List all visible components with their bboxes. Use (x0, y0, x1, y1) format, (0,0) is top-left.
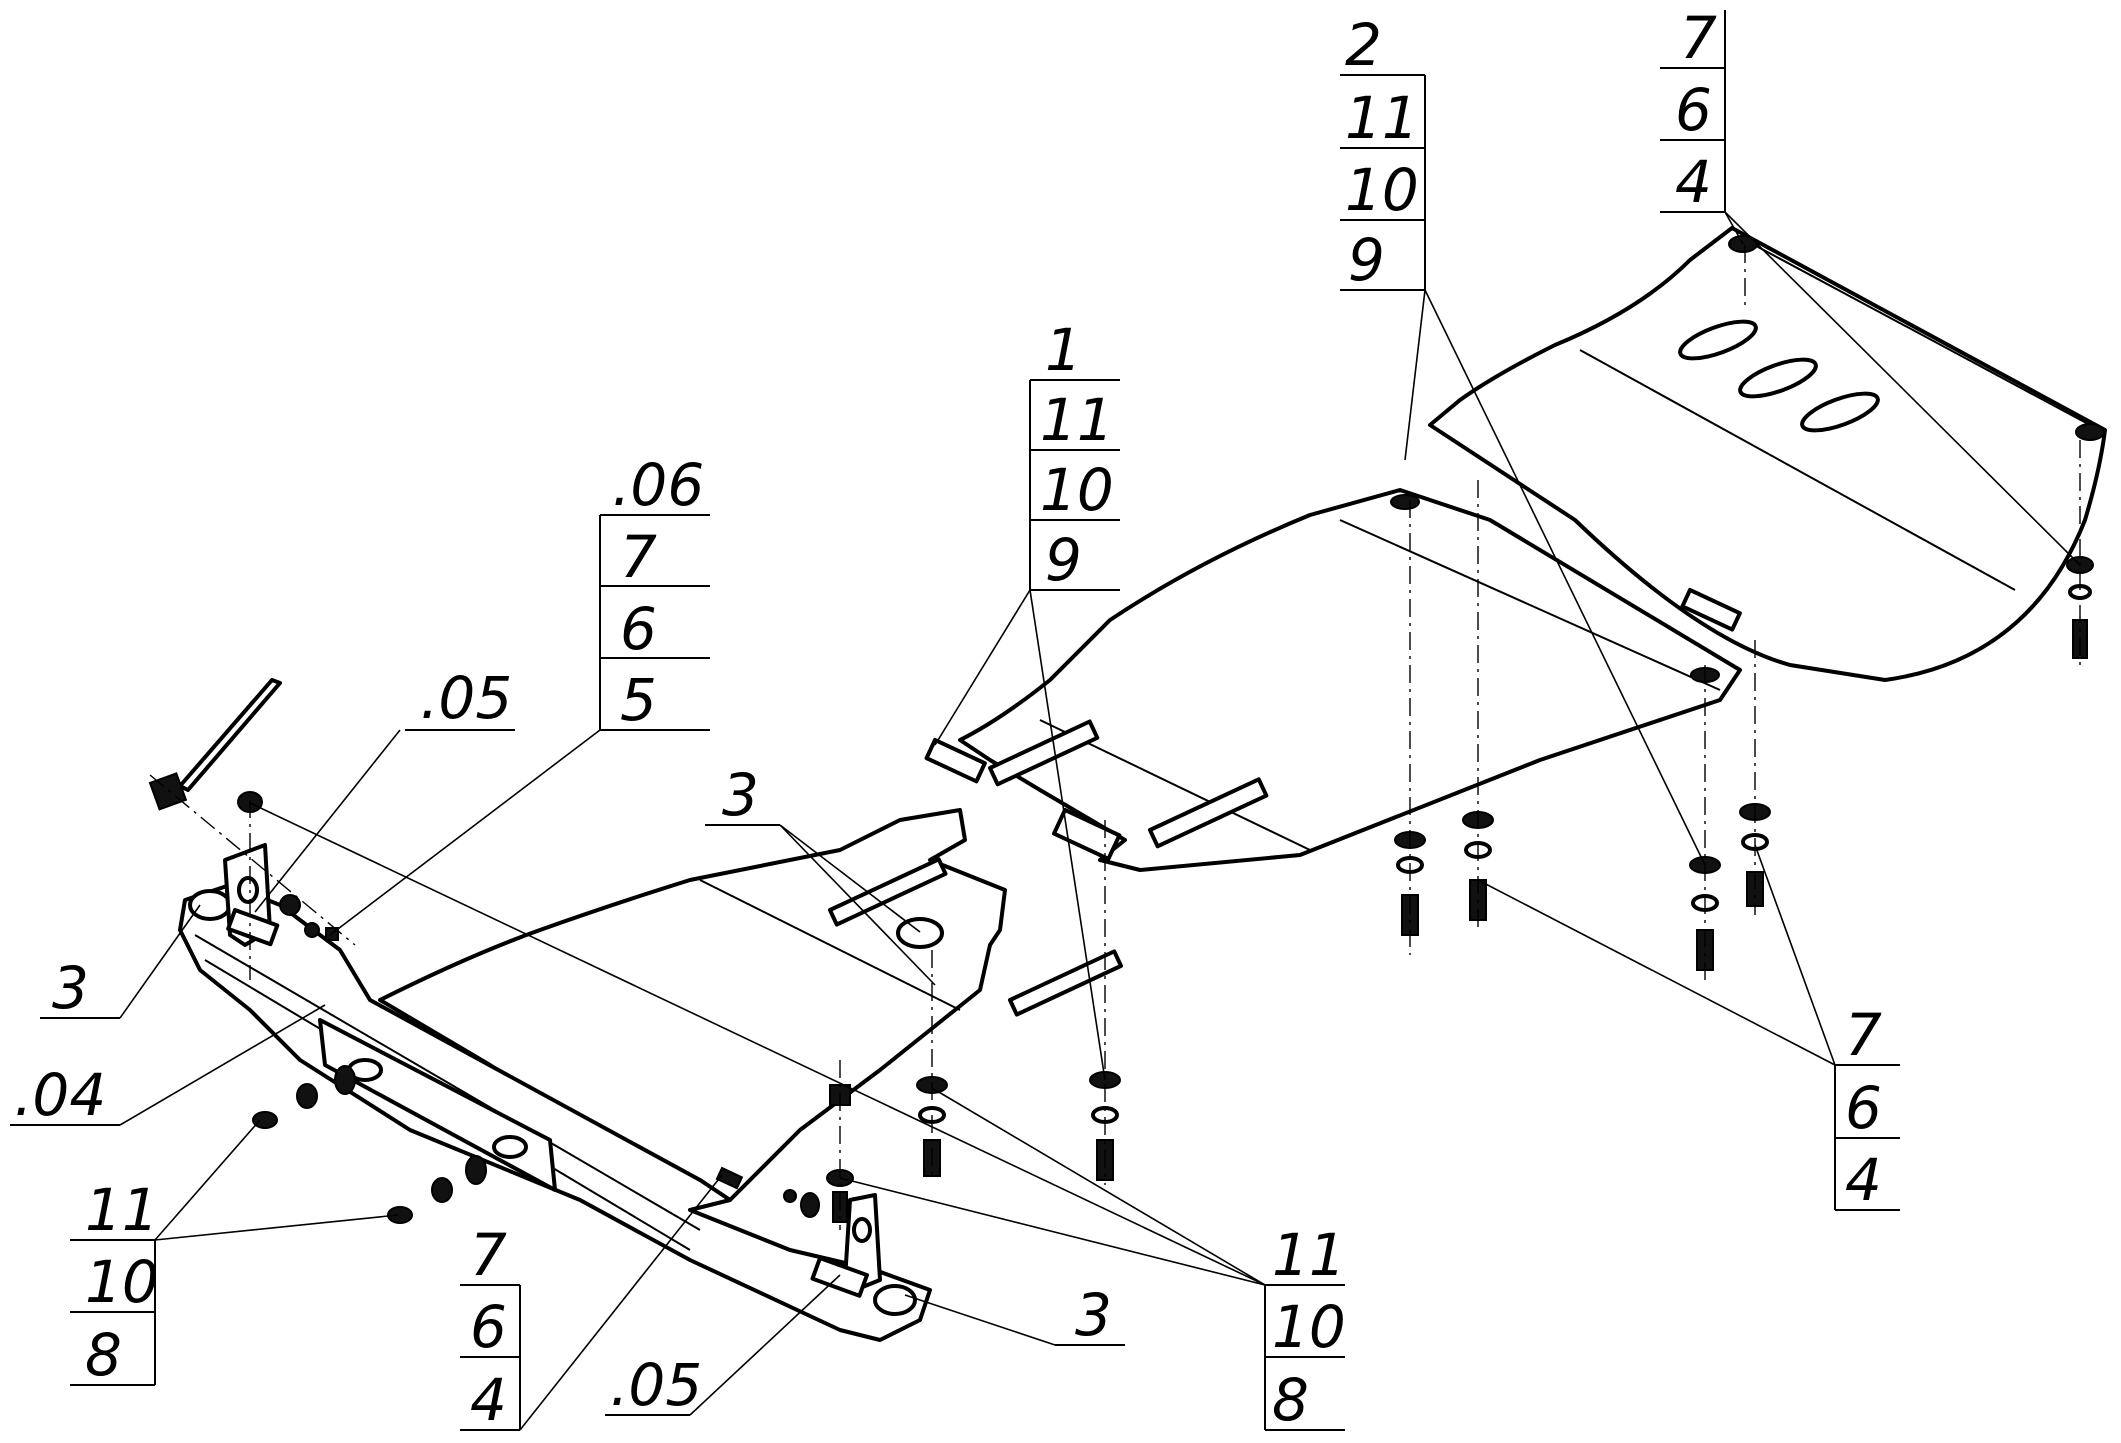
callout-front-fasteners: .06 7 6 5 (599, 451, 710, 734)
callout-rear-top-bolts: 7 6 4 (1660, 4, 1726, 216)
callout-text: 7 (1680, 4, 1717, 72)
callout-left-sleeve: 3 (40, 954, 120, 1022)
callout-text: 4 (1675, 148, 1712, 216)
centerlines (149, 245, 2081, 1230)
callout-text: 10 (85, 1248, 159, 1316)
callout-text: 2 (1345, 11, 1382, 79)
callout-text: 10 (1272, 1293, 1346, 1361)
callout-front-right-bolts: 7 6 4 (460, 1221, 521, 1434)
callout-text: .05 (610, 1351, 702, 1419)
callout-right-sleeve: 3 (1055, 1281, 1125, 1349)
callout-text: .04 (14, 1061, 106, 1129)
callout-front-left-bracket: .05 (405, 664, 515, 732)
callout-text: 4 (470, 1366, 507, 1434)
callout-text: 8 (1272, 1366, 1309, 1434)
callout-text: 11 (1345, 84, 1419, 152)
leader-lines (119, 211, 2081, 1431)
callout-middle-plate: 1 11 10 9 (1029, 316, 1120, 594)
callout-text: 3 (722, 761, 759, 829)
tow-bolt (148, 678, 282, 811)
callout-text: 5 (620, 666, 657, 734)
callout-front-left-bolts: 11 10 8 (70, 1176, 159, 1389)
bolt (387, 1155, 487, 1224)
middle-skid-plate (958, 488, 1742, 872)
callout-text: 1 (1045, 316, 1082, 384)
callout-text: 11 (1040, 386, 1114, 454)
callout-center-bolts: 11 10 8 (1264, 1221, 1346, 1434)
callout-text: 4 (1845, 1146, 1882, 1214)
callout-text: 7 (1845, 1001, 1882, 1069)
callout-text: 11 (1272, 1221, 1346, 1289)
bolt (715, 1166, 820, 1218)
callout-text: 6 (1675, 76, 1712, 144)
callout-text: 6 (470, 1293, 507, 1361)
rear-skid-plate (1428, 226, 2107, 682)
callout-text: .06 (612, 451, 704, 519)
center-plate (378, 738, 1123, 1202)
callout-text: 9 (1348, 226, 1385, 294)
callout-center-sleeves: 3 (705, 761, 780, 829)
callout-text: 9 (1045, 526, 1082, 594)
callout-text: 3 (52, 954, 89, 1022)
bolt (252, 1065, 356, 1129)
callout-text: 8 (85, 1321, 122, 1389)
callout-text: 6 (1845, 1074, 1882, 1142)
callout-text: 7 (470, 1221, 507, 1289)
front-mounting-brackets (223, 843, 882, 1298)
callout-rear-plate: 2 11 10 9 (1340, 11, 1426, 294)
callout-front-right-bracket: .05 (605, 1351, 702, 1419)
callout-text: 10 (1040, 456, 1114, 524)
callout-text: 6 (620, 595, 657, 663)
callout-text: 7 (620, 523, 657, 591)
callout-text: 11 (85, 1176, 159, 1244)
callout-text: 10 (1345, 156, 1419, 224)
bolt (1462, 811, 1494, 921)
callout-text: .05 (420, 664, 512, 732)
callout-text: 3 (1075, 1281, 1112, 1349)
callout-rear-bottom-bolts: 7 6 4 (1834, 1001, 1900, 1214)
front-skid-plate (178, 883, 932, 1342)
callout-front-plate: .04 (10, 1061, 120, 1129)
